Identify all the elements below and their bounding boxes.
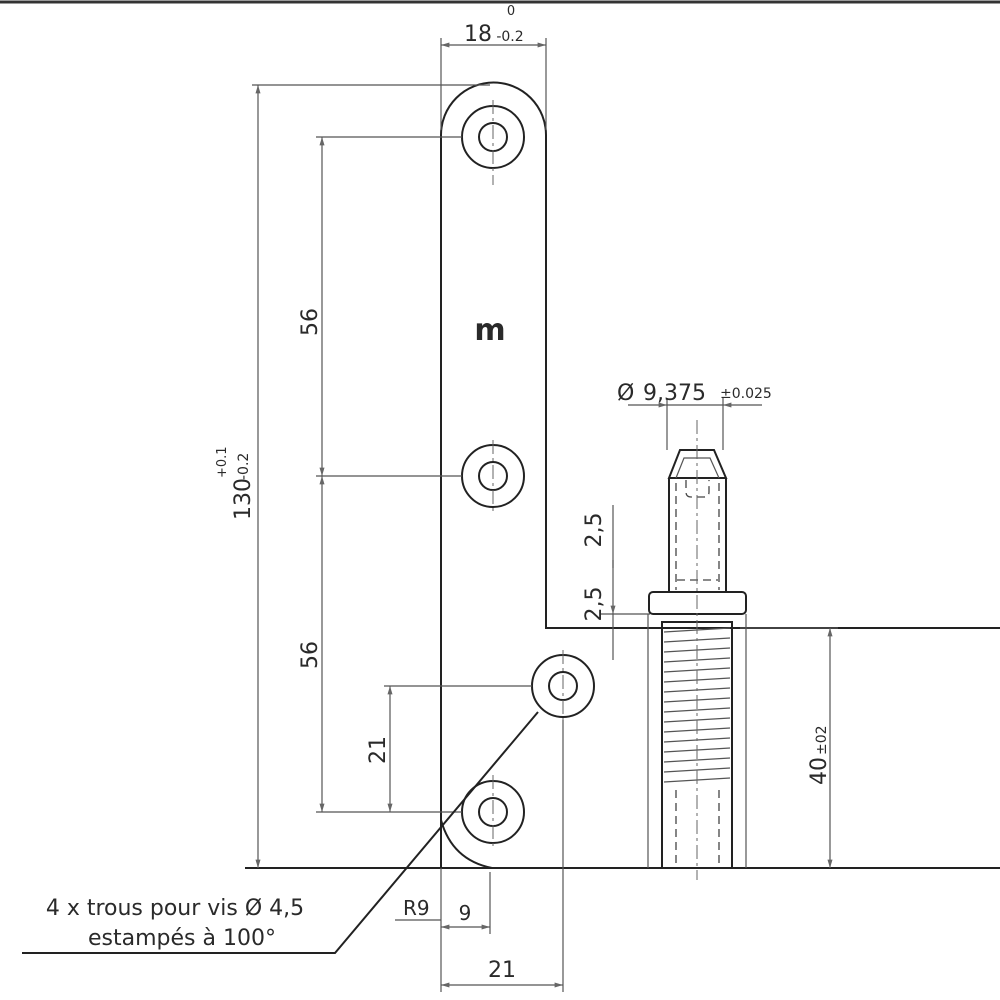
hole-spacing-top: 56 (298, 308, 323, 336)
width-dim-value: 18 (464, 22, 492, 47)
height-dim-tol-lower: -0.2 (236, 453, 252, 480)
logo-mark: m (474, 313, 505, 348)
pin-diameter-symbol: Ø (617, 381, 634, 406)
extension-lines (252, 38, 838, 992)
height-dim-tol-upper: +0.1 (215, 446, 230, 478)
pin-diameter-tol: ±0.025 (720, 386, 772, 402)
plate-outline (245, 81, 1000, 869)
note-leader (22, 711, 539, 954)
bottom-width-dim: 21 (488, 958, 516, 983)
width-dim-tol-upper: 0 (507, 4, 515, 19)
note-line-1: 4 x trous pour vis Ø 4,5 (46, 896, 304, 921)
offset-hole-dim: 21 (366, 736, 391, 764)
pin-diameter-value: 9,375 (643, 381, 706, 406)
corner-dim: 9 (459, 901, 472, 925)
dimension-lines (255, 42, 833, 988)
thread-length-value: 40 (807, 757, 832, 785)
hole-spacing-bottom: 56 (298, 641, 323, 669)
hinge-pin (648, 420, 747, 880)
height-dim-value: 130 (231, 478, 256, 520)
width-dim-tol-lower: -0.2 (496, 29, 523, 45)
pin-step-upper: 2,5 (582, 513, 607, 548)
note-line-2: estampés à 100° (88, 926, 276, 951)
hole-centerlines (492, 100, 564, 850)
thread-length-tol: ±02 (814, 725, 830, 755)
radius-label: R9 (403, 896, 430, 920)
pin-step-lower: 2,5 (582, 587, 607, 622)
